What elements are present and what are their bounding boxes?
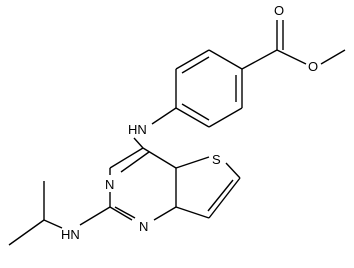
thiophene-ring: [175, 156, 241, 219]
methyl-ester-group: [241, 20, 346, 70]
pyrimidine-n3-label: N: [105, 177, 114, 192]
carbonyl-oxygen-label: O: [274, 3, 284, 18]
benzene-ring: [175, 49, 243, 128]
aniline-nh-linker: [133, 107, 177, 149]
isopropyl-nh-label: HN: [61, 227, 80, 242]
pyrimidine-ring: [109, 147, 177, 221]
ester-oxygen-label: O: [308, 59, 318, 74]
pyrimidine-n1-label: N: [139, 219, 148, 234]
isopropylamino-group: [8, 181, 111, 246]
aniline-nh-label: HN: [128, 122, 147, 137]
thiophene-sulfur-label: S: [212, 152, 221, 167]
